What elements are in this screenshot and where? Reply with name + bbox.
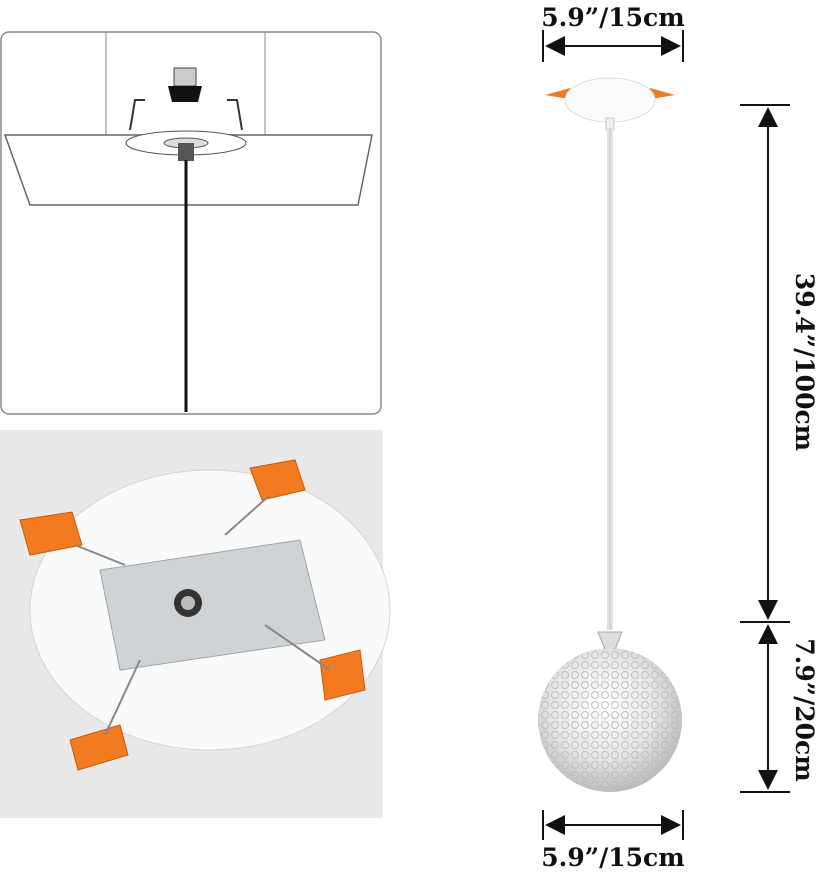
cord-length-label: 39.4”/100cm xyxy=(790,273,819,451)
shade-width-label: 5.9”/15cm xyxy=(541,843,684,872)
canopy-width-label: 5.9”/15cm xyxy=(541,3,684,32)
pendant-light xyxy=(538,77,682,792)
canopy-plate-photo xyxy=(0,430,391,818)
installation-drawing xyxy=(0,31,382,415)
shade-height-label: 7.9”/20cm xyxy=(790,638,819,781)
dimension-lines xyxy=(542,30,790,840)
